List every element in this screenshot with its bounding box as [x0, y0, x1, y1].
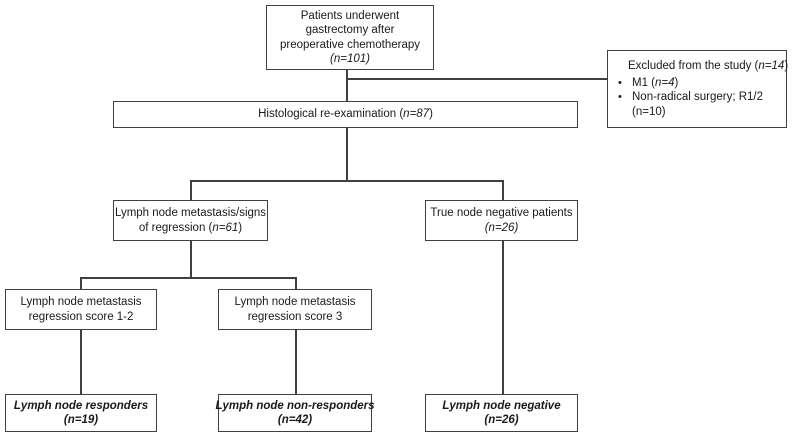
- node-lymph-node-metastasis: Lymph node metastasis/signs of regressio…: [113, 200, 268, 241]
- node-nonresponders-line1: Lymph node non-responders: [215, 399, 375, 412]
- node-excluded: Excluded from the study (n=14) • M1 (n=4…: [607, 50, 788, 128]
- node-true-negative-line1: True node negative patients: [430, 207, 573, 219]
- node-metastasis-line2-text: of regression (: [138, 221, 213, 234]
- node-excluded-item2-line1: Non-radical surgery; R1/2: [632, 91, 764, 103]
- node-excluded-item1-close: ): [674, 76, 679, 89]
- connector-to-score12: [80, 277, 82, 289]
- node-score3-line2: regression score 3: [247, 310, 343, 323]
- node-excluded-heading-close: ): [784, 60, 789, 72]
- node-lymph-node-responders: Lymph node responders (n=19): [5, 394, 157, 432]
- node-negative-line1: Lymph node negative: [442, 399, 561, 412]
- node-enrolled-line2: gastrectomy after: [305, 24, 395, 36]
- node-reexam-label: Histological re-examination (n=87): [258, 107, 433, 122]
- node-reexam-close: ): [429, 108, 433, 121]
- connector-split-bar-level1: [190, 180, 504, 182]
- node-true-node-negative: True node negative patients (n=26): [425, 200, 578, 241]
- node-score12-line1: Lymph node metastasis: [20, 296, 142, 308]
- node-excluded-item1-n: n=4: [655, 76, 675, 89]
- connector-to-true-negative: [502, 180, 504, 201]
- node-responders-line1: Lymph node responders: [13, 399, 149, 412]
- node-reexam-count: n=87: [403, 108, 430, 121]
- node-excluded-item-2: • Non-radical surgery; R1/2 (n=10): [618, 90, 763, 119]
- node-excluded-item1-label: M1 (: [632, 76, 655, 89]
- node-metastasis-line1: Lymph node metastasis/signs: [114, 207, 267, 219]
- connector-enrolled-to-excluded: [346, 78, 608, 80]
- node-excluded-item2-text: Non-radical surgery; R1/2 (n=10): [632, 90, 763, 119]
- node-reexam-text: Histological re-examination (: [258, 108, 404, 121]
- node-enrolled-count: (n=101): [330, 53, 370, 65]
- node-regression-score-1-2: Lymph node metastasis regression score 1…: [5, 289, 157, 330]
- node-excluded-item-1: • M1 (n=4): [618, 76, 678, 91]
- node-excluded-item2-line2: (n=10): [632, 105, 666, 118]
- node-regression-score-3: Lymph node metastasis regression score 3: [218, 289, 372, 330]
- connector-metastasis-down: [190, 241, 192, 278]
- connector-score3-to-nonresponders: [295, 330, 297, 394]
- connector-enrolled-to-reexam: [346, 78, 348, 102]
- connector-score12-to-responders: [80, 330, 82, 394]
- connector-to-metastasis: [190, 180, 192, 201]
- node-excluded-heading-text: Excluded from the study (: [628, 60, 759, 72]
- connector-true-negative-to-negative: [502, 241, 504, 394]
- bullet-icon: •: [618, 76, 622, 89]
- node-metastasis-line2-close: ): [238, 221, 243, 234]
- node-score3-line1: Lymph node metastasis: [234, 296, 356, 308]
- node-enrolled-line1: Patients underwent: [300, 9, 400, 22]
- node-responders-count: (n=19): [63, 414, 99, 426]
- node-excluded-item1-text: M1 (n=4): [632, 76, 678, 91]
- node-histological-reexamination: Histological re-examination (n=87): [113, 101, 578, 128]
- node-enrolled-line3: preoperative chemotherapy: [280, 38, 420, 51]
- node-lymph-node-non-responders: Lymph node non-responders (n=42): [215, 394, 375, 432]
- connector-split-bar-level2: [80, 277, 297, 279]
- node-true-negative-count: (n=26): [484, 221, 519, 234]
- connector-enrolled-down-stub: [346, 70, 348, 79]
- node-negative-count: (n=26): [484, 414, 519, 426]
- connector-reexam-down: [346, 128, 348, 181]
- node-score12-line2: regression score 1-2: [28, 310, 134, 323]
- node-excluded-heading-n: n=14: [758, 60, 785, 72]
- node-metastasis-count: n=61: [212, 221, 239, 234]
- node-metastasis-line2: of regression (n=61): [139, 221, 242, 236]
- node-nonresponders-count: (n=42): [277, 414, 313, 426]
- node-enrolled-patients: Patients underwent gastrectomy after pre…: [266, 5, 434, 70]
- bullet-icon: •: [618, 91, 622, 103]
- node-lymph-node-negative: Lymph node negative (n=26): [425, 394, 578, 432]
- connector-to-score3: [295, 277, 297, 289]
- node-excluded-heading: Excluded from the study (n=14): [618, 59, 788, 74]
